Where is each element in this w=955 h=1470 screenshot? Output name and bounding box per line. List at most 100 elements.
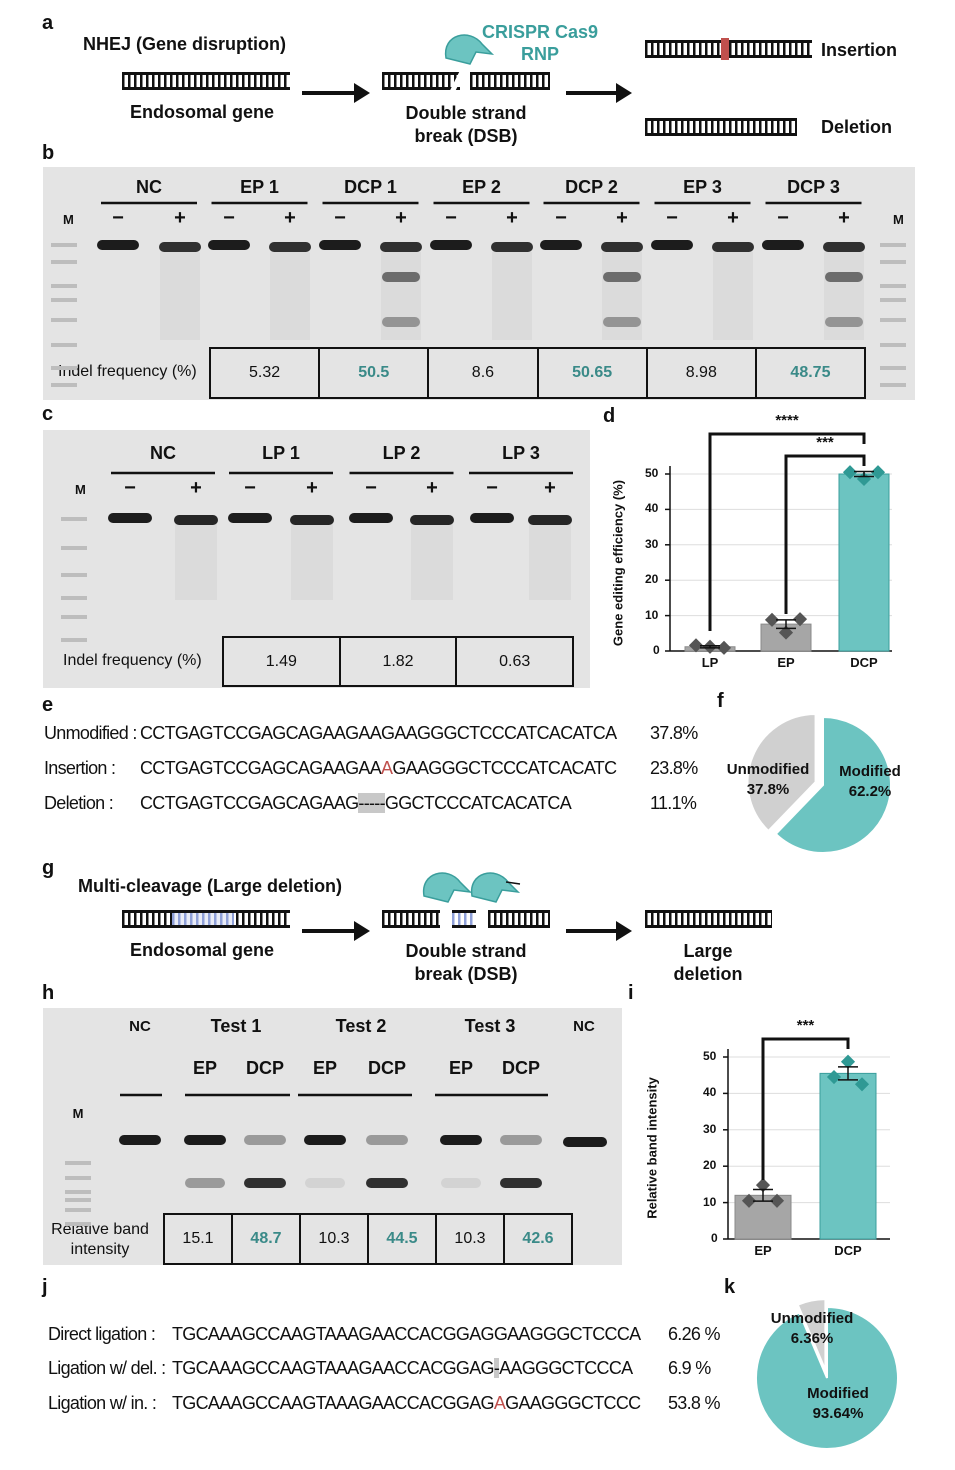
pie-slice-unmodified	[746, 713, 817, 833]
data-point	[792, 612, 808, 627]
gel-band	[319, 240, 361, 250]
lane-group-label: LP 2	[382, 443, 421, 463]
lane-group-label: EP 3	[683, 177, 722, 197]
dcp-label: DCP	[501, 1058, 541, 1078]
cleaved-band	[825, 317, 863, 327]
data-point	[764, 612, 780, 627]
ladder-band	[61, 596, 87, 600]
data-point	[840, 1054, 856, 1069]
sequence-percent: 6.26 %	[668, 1324, 721, 1344]
arrow-icon	[566, 83, 632, 103]
panel-label-a: a	[42, 12, 54, 34]
data-point	[842, 465, 858, 480]
gel-band	[366, 1135, 408, 1145]
gel-smear	[529, 524, 571, 600]
panel-label-i: i	[628, 982, 634, 1004]
sequence-pre: TGCAAAGCCAAGTAAAGAACCACGGAG	[172, 1358, 495, 1378]
ladder-band	[880, 243, 906, 247]
gel-smear	[270, 252, 310, 340]
sequence-percent: 37.8%	[650, 723, 698, 743]
gel-band	[540, 240, 582, 250]
marker-label: M	[893, 212, 904, 227]
gel-smear	[602, 252, 642, 340]
lane-group-label: DCP 2	[565, 177, 618, 197]
gel-band	[119, 1135, 161, 1145]
ladder-band	[880, 260, 906, 264]
plus-label: +	[190, 477, 202, 499]
minus-label: −	[445, 207, 457, 229]
panel-label-d: d	[603, 405, 616, 427]
test-label: Test 1	[210, 1016, 262, 1036]
intensity-cell: 15.1	[182, 1230, 214, 1247]
significance-stars: ***	[816, 434, 834, 451]
minus-label: −	[486, 477, 498, 499]
ladder-band	[65, 1198, 91, 1202]
gel-band	[823, 242, 865, 252]
sequence-label: Unmodified :	[44, 723, 137, 743]
gel-band	[349, 513, 393, 523]
plus-label: +	[727, 207, 739, 229]
plus-label: +	[174, 207, 186, 229]
indel-cell: 1.49	[265, 652, 297, 670]
minus-label: −	[666, 207, 678, 229]
sequence-label: Ligation w/ in. :	[48, 1393, 157, 1413]
gel-band	[380, 242, 422, 252]
gel-band	[528, 515, 572, 525]
plus-label: +	[426, 477, 438, 499]
ladder-band	[61, 546, 87, 550]
cleaved-band	[382, 317, 420, 327]
marker-label: M	[63, 212, 74, 227]
y-axis-label: Gene editing efficiency (%)	[610, 479, 626, 646]
marker-label: M	[72, 1106, 84, 1121]
endosomal-gene-label: Endosomal gene	[130, 102, 275, 122]
significance-bracket	[708, 432, 866, 631]
sequence-label: Deletion :	[44, 793, 114, 813]
panel-label-g: g	[42, 857, 55, 879]
sequence-percent: 23.8%	[650, 758, 698, 778]
y-tick-label: 0	[711, 1231, 718, 1245]
sequence-mark: -----	[358, 793, 386, 813]
y-axis-label: Relative band intensity	[644, 1077, 660, 1219]
dsb-dna-left	[382, 72, 460, 90]
rnp-label: RNP	[520, 44, 560, 64]
ladder-band	[51, 366, 77, 370]
gel-band	[184, 1135, 226, 1145]
insertion-label: Insertion	[821, 40, 898, 60]
sequence-percent: 6.9 %	[668, 1358, 711, 1378]
ladder-band	[51, 260, 77, 264]
ladder-band	[65, 1161, 91, 1165]
target-region	[172, 913, 234, 925]
gel-band	[244, 1135, 286, 1145]
pie-label: Unmodified	[770, 1310, 854, 1327]
gel-band	[304, 1135, 346, 1145]
gel-band	[601, 242, 643, 252]
plus-label: +	[395, 207, 407, 229]
ladder-band	[65, 1190, 91, 1194]
lane-group-label: LP 1	[262, 443, 300, 463]
test-label: Test 3	[464, 1016, 516, 1036]
large-line1: Large	[683, 941, 733, 961]
ladder-band	[51, 343, 77, 347]
y-tick-label: 0	[653, 643, 660, 657]
sequence-post: AAGGGCTCCCA	[499, 1358, 633, 1378]
lane-group-label: DCP 3	[787, 177, 840, 197]
lane-group-label: DCP 1	[344, 177, 397, 197]
sequence: TGCAAAGCCAAGTAAAGAACCACGGAG-AAGGGCTCCCA	[172, 1358, 633, 1379]
y-tick-label: 10	[703, 1194, 717, 1209]
dsb-line1: Double strand	[405, 103, 527, 123]
gel-band	[491, 242, 533, 252]
dsb-dna-left	[382, 910, 440, 928]
multi-cleavage-title: Multi-cleavage (Large deletion)	[78, 876, 343, 896]
ladder-band	[65, 1176, 91, 1180]
indel-cell: 50.5	[318, 349, 427, 397]
arrow-icon	[302, 921, 370, 941]
sequence-pre: CCTGAGTCCGAGCAGAAG	[140, 793, 359, 813]
sequence-post: GGCTCCCATCACATCA	[384, 793, 572, 813]
dsb-line1: Double strand	[405, 941, 527, 961]
sequence-pre: TGCAAAGCCAAGTAAAGAACCACGGAGGAAGGGCTCCCA	[172, 1324, 641, 1344]
lane-group-label: EP 2	[462, 177, 501, 197]
lane-group-label: NC	[136, 177, 162, 197]
x-tick-label: EP	[754, 1243, 772, 1258]
